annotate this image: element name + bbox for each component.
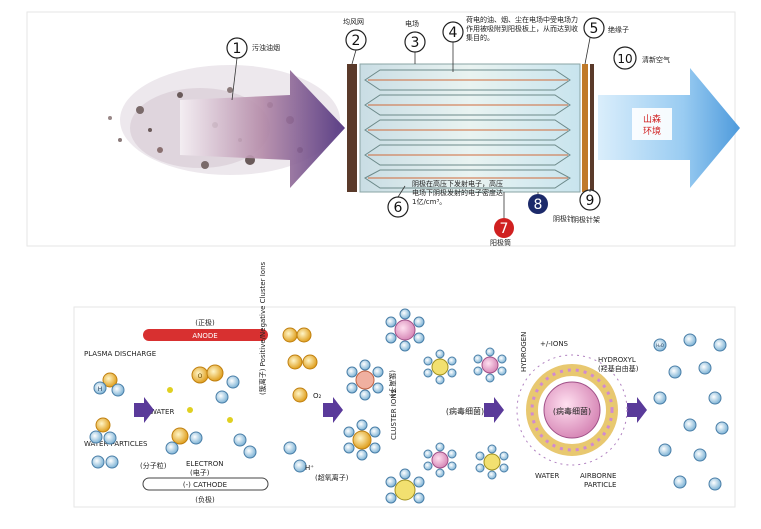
callout-4-text: 荷电的油、烟、尘在电场中受电场力作用被吸附到阳极板上，从而达到收集目的。: [466, 16, 578, 42]
ions-label: +/-IONS: [540, 340, 569, 348]
callout-6: 6 阴极在高压下发射电子，高压电场下阴极发射的电子密度达1亿/cm³。: [387, 180, 503, 218]
svg-text:5: 5: [590, 21, 599, 37]
callout-3: 3 电场: [404, 19, 426, 64]
svg-text:2: 2: [352, 33, 361, 49]
anode-bar: [143, 329, 268, 341]
ring-virus-cn: (病毒细菌): [553, 406, 591, 416]
svg-text:8: 8: [534, 197, 543, 213]
cluster-ions-label: CLUSTER IONS: [390, 388, 398, 440]
callout-8: 8 阴极针: [528, 192, 574, 223]
anode-en: ANODE: [192, 332, 217, 340]
watermark-box: [632, 108, 672, 140]
hplus-label: H⁺: [305, 464, 314, 472]
svg-text:7: 7: [500, 221, 509, 237]
svg-text:均风网: 均风网: [343, 17, 364, 26]
svg-text:阴极针架: 阴极针架: [572, 215, 600, 224]
o2-label: O₂: [313, 392, 322, 400]
hydroxyl-label: HYDROXYL: [598, 356, 636, 364]
svg-text:4: 4: [449, 25, 458, 41]
svg-text:电场: 电场: [405, 19, 419, 28]
svg-text:绝缘子: 绝缘子: [608, 25, 629, 34]
clean-water-molecules: [653, 333, 729, 491]
cathode-en: (-) CATHODE: [183, 481, 227, 489]
water-label: WATER: [150, 408, 174, 416]
svg-text:污浊油烟: 污浊油烟: [252, 43, 280, 52]
svg-text:10: 10: [617, 52, 632, 66]
electrostatic-precipitator-diagram: 山森 环境 1 污浊油烟 2 均风网 3 电场 4 荷电的油、烟、尘在电场中受电…: [26, 11, 740, 247]
hydroxyl-cn-label: (羟基自由基): [598, 364, 639, 373]
svg-text:3: 3: [411, 35, 420, 51]
callout-5: 5 绝缘子: [583, 17, 629, 65]
virus-ring: [516, 354, 628, 466]
cluster-ions: [343, 359, 384, 461]
svg-text:1: 1: [233, 41, 242, 57]
process-arrows: [134, 397, 647, 423]
electrode-wires: [368, 79, 568, 179]
o-atom-label: O: [198, 373, 203, 380]
callout-9: 9 阴极针架: [572, 189, 601, 224]
hydrogen-label: HYDROGEN: [520, 332, 528, 372]
cluster-cn-label: (簇离子): [388, 370, 397, 397]
superoxide-cn: (超氧离子): [315, 473, 349, 482]
h2o-label: H₂O: [656, 343, 664, 348]
insulator: [582, 64, 588, 192]
callout-1: 1 污浊油烟: [226, 37, 280, 101]
electric-field-chamber: [359, 63, 581, 193]
molecule-label: (分子粒): [140, 461, 167, 470]
svg-text:阳极筒: 阳极筒: [490, 238, 511, 247]
plasma-label: PLASMA DISCHARGE: [84, 350, 156, 358]
virus-particles: [385, 308, 509, 504]
honeycomb-cells: [364, 69, 571, 189]
callout-2: 2 均风网: [343, 17, 367, 65]
cathode-needle-frame: [590, 64, 594, 192]
water-molecules-left: [89, 364, 257, 469]
equalizing-mesh: [347, 64, 357, 192]
svg-text:清新空气: 清新空气: [642, 55, 670, 64]
callout-6-text: 阴极在高压下发射电子，高压电场下阴极发射的电子密度达1亿/cm³。: [412, 180, 503, 206]
cathode-cn: (负极): [195, 495, 215, 504]
svg-text:6: 6: [394, 200, 403, 216]
watermark-line2: 环境: [643, 125, 661, 137]
virus-cn-label: (病毒细菌): [446, 406, 484, 416]
watermark-line1: 山森: [643, 113, 661, 125]
cathode-bar: [142, 477, 269, 491]
vertical-cluster-text: (簇离子) Positive/Negative Cluster Ions: [258, 261, 267, 395]
anode-cn: (正极): [195, 318, 215, 327]
superoxide-molecules: [282, 327, 318, 473]
svg-text:9: 9: [586, 193, 595, 209]
callout-4: 4 荷电的油、烟、尘在电场中受电场力作用被吸附到阳极板上，从而达到收集目的。: [442, 16, 578, 72]
water-right-label: WATER: [535, 472, 559, 480]
callout-10: 10 清新空气: [613, 46, 670, 70]
airborne-label: AIRBORNE: [580, 472, 616, 480]
svg-text:阴极针: 阴极针: [553, 214, 574, 223]
dirty-air-arrow: [180, 70, 345, 188]
plasma-ion-diagram: (正极) ANODE (-) CATHODE (负极) PLASMA DISCH…: [73, 261, 736, 508]
water-particles-label: WATER PARTICLES: [84, 440, 148, 448]
particle-label: PARTICLE: [584, 481, 616, 489]
electron-label: ELECTRON: [186, 460, 224, 468]
electron-cn-label: (电子): [190, 468, 210, 477]
callout-7: 7 阳极筒: [490, 192, 514, 247]
h-atom-label: H: [98, 386, 103, 393]
